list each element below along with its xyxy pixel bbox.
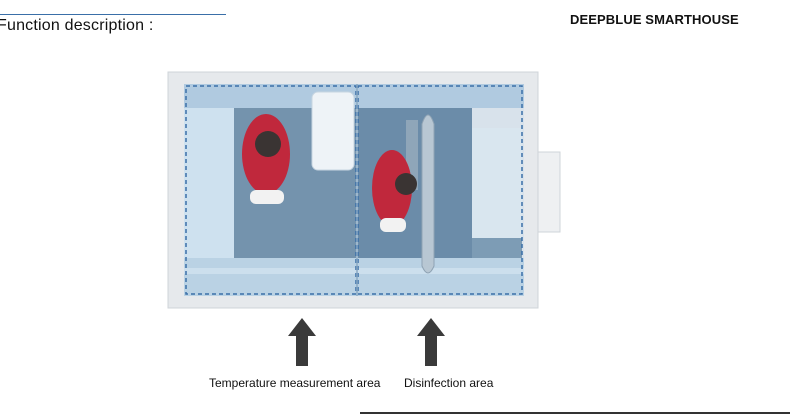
disinfection-area-label: Disinfection area (404, 376, 494, 390)
brand-logo-text: DEEPBLUE SMARTHOUSE (570, 12, 739, 27)
person-disinfection (372, 150, 417, 232)
header-divider (0, 14, 226, 15)
person-temperature (242, 114, 290, 204)
smart-house-cabin-illustration (167, 71, 561, 309)
side-door-module (537, 151, 561, 233)
bottom-corridor (184, 258, 524, 296)
temperature-area-label: Temperature measurement area (209, 376, 381, 390)
page-title: Function description : (0, 17, 154, 34)
arrow-up-icon (417, 318, 445, 366)
disinfection-zone-outline (357, 85, 523, 295)
disinfection-arch (421, 114, 435, 274)
footer-divider (360, 412, 790, 414)
arrow-up-icon (288, 318, 316, 366)
temperature-kiosk (311, 91, 355, 171)
right-inner-wall (472, 128, 522, 238)
temperature-zone-outline (185, 85, 357, 295)
